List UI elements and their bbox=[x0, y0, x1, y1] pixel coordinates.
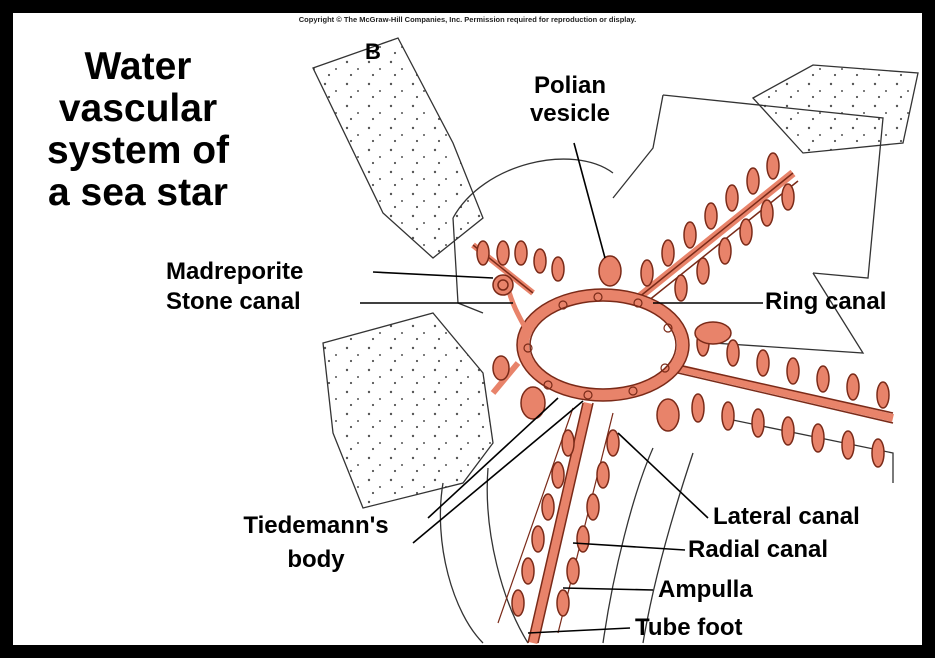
label-ampulla: Ampulla bbox=[658, 577, 753, 603]
label-stone-canal: Stone canal bbox=[166, 289, 301, 315]
label-ring-canal: Ring canal bbox=[765, 289, 886, 315]
polian-vesicle bbox=[599, 256, 621, 286]
title-line-2: vascular bbox=[13, 89, 263, 129]
label-polian-line-1: Polian bbox=[505, 73, 635, 99]
madreporite bbox=[493, 275, 513, 295]
title-line-1: Water bbox=[13, 47, 263, 87]
arm-upper-right bbox=[753, 65, 918, 153]
title-line-4: a sea star bbox=[13, 173, 263, 213]
label-tube-foot: Tube foot bbox=[635, 615, 743, 641]
diagram-frame: Copyright © The McGraw-Hill Companies, I… bbox=[13, 13, 922, 645]
label-lateral-canal: Lateral canal bbox=[713, 504, 860, 530]
label-madreporite: Madreporite bbox=[166, 259, 303, 285]
water-vascular-system bbox=[473, 153, 893, 643]
label-polian-line-2: vesicle bbox=[505, 101, 635, 127]
panel-letter: B bbox=[365, 39, 381, 65]
label-tiedemann-line-2: body bbox=[216, 547, 416, 573]
label-tiedemann-line-1: Tiedemann's bbox=[216, 513, 416, 539]
label-radial-canal: Radial canal bbox=[688, 537, 828, 563]
arm-lower-left bbox=[323, 313, 493, 508]
title-line-3: system of bbox=[13, 131, 263, 171]
arm-upper-left bbox=[313, 38, 483, 258]
